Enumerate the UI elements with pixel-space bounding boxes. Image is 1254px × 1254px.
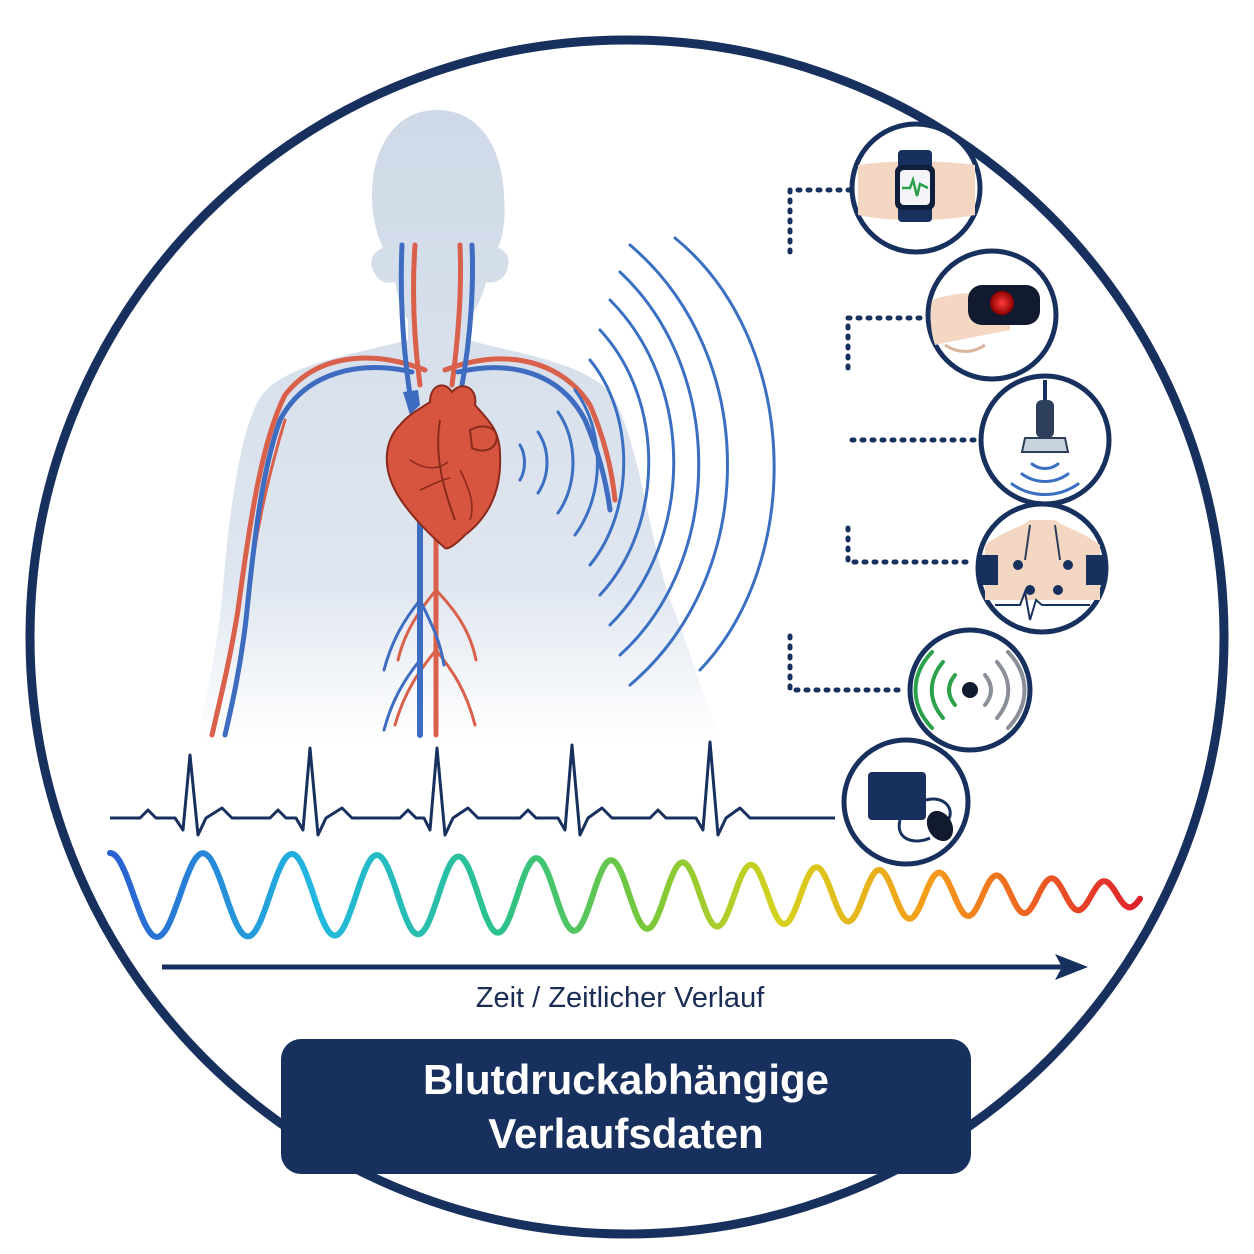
ecg-trace <box>110 740 835 837</box>
time-axis-arrow <box>162 954 1088 980</box>
spectrum-waveform <box>107 850 1143 940</box>
heart-icon <box>385 384 502 550</box>
title-line-1: Blutdruckabhängige <box>422 1055 830 1103</box>
time-axis-label: Zeit / Zeitlicher Verlauf <box>475 982 765 1014</box>
ultrasound-probe-icon <box>978 373 1112 507</box>
pulse-oximeter-icon <box>925 248 1059 382</box>
ecg-electrodes-icon <box>975 501 1109 635</box>
signal-waves <box>518 236 776 687</box>
radar-sensor-icon <box>907 627 1033 753</box>
sensor-connectors <box>787 187 978 693</box>
title-banner: Blutdruckabhängige Verlaufsdaten <box>281 1039 971 1174</box>
veins <box>222 242 613 738</box>
title-line-2: Verlaufsdaten <box>488 1109 764 1157</box>
smartwatch-icon <box>849 121 983 255</box>
blood-pressure-cuff-icon <box>841 737 971 867</box>
